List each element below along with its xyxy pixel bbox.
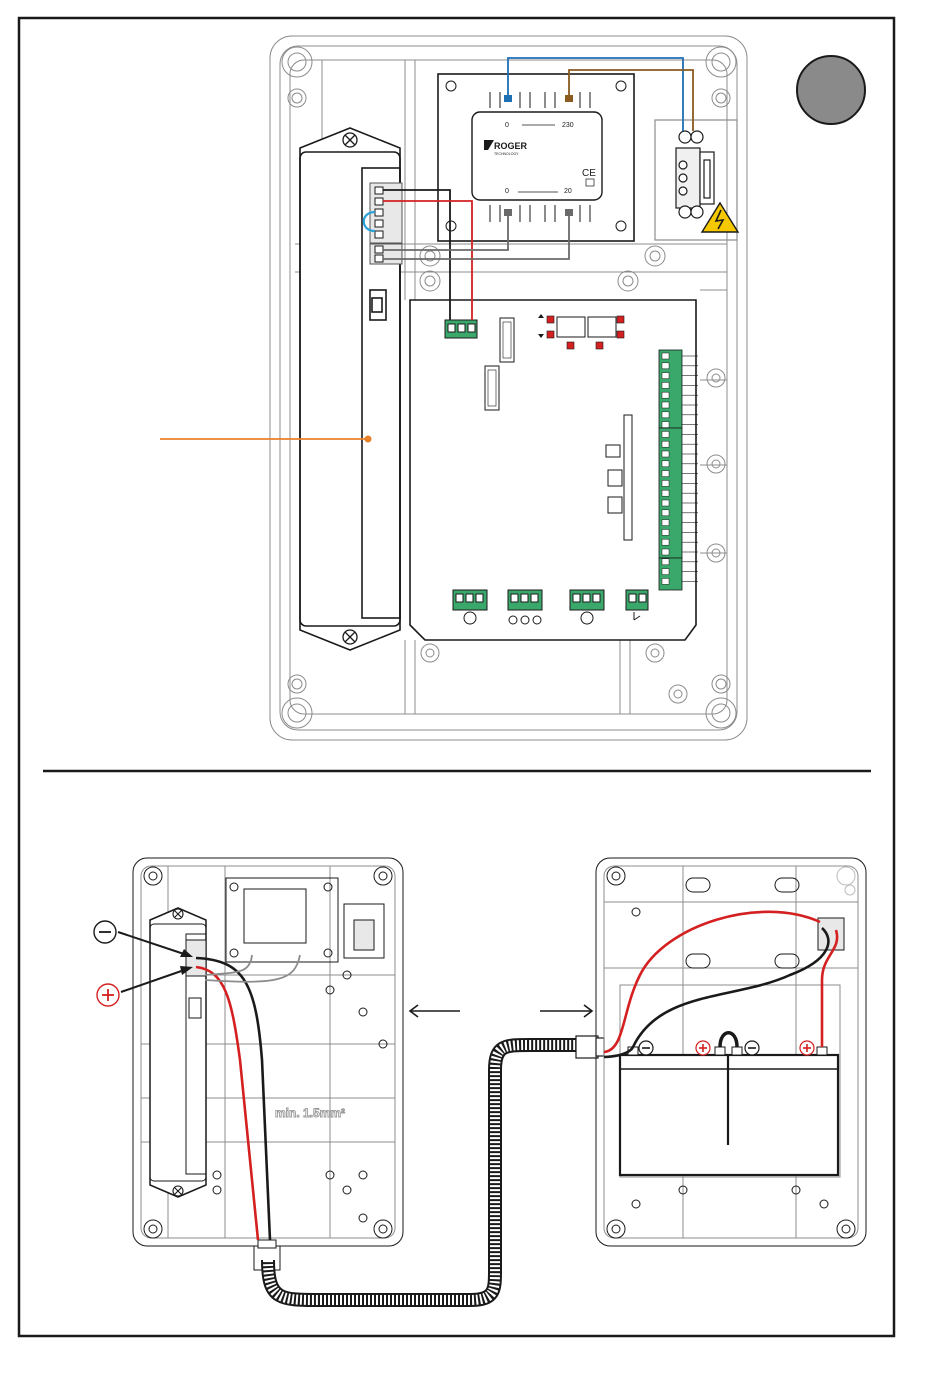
terminal-pin: [662, 549, 669, 555]
cable-size-label: min. 1.5mm²: [275, 1106, 345, 1120]
secondary-20-label: 20: [564, 188, 572, 195]
terminal-block-power: [445, 320, 477, 338]
arrow-left-icon: [410, 1005, 460, 1017]
terminal-pin: [662, 392, 669, 398]
terminal-pin: [662, 431, 669, 437]
ce-mark: CE: [582, 168, 596, 179]
faded-corner-marks: [837, 867, 855, 895]
primary-230-label: 230: [562, 122, 574, 129]
terminal-pin: [662, 471, 669, 477]
primary-0-label: 0: [505, 122, 509, 129]
terminal-pin: [662, 490, 669, 496]
terminal-pin: [662, 529, 669, 535]
arrow-right-icon: [540, 1005, 592, 1017]
brand-name: ROGER: [494, 141, 528, 151]
terminal-pin: [662, 500, 669, 506]
brand-sub: TECHNOLOGY: [494, 152, 519, 156]
terminal-pin: [662, 559, 669, 565]
step-badge: [797, 56, 865, 124]
terminal-pin: [662, 373, 669, 379]
terminal-pin: [662, 422, 669, 428]
terminal-pin: [662, 353, 669, 359]
corrugated-conduit: [268, 1036, 604, 1300]
terminal-pin: [662, 578, 669, 584]
terminal-pin: [662, 412, 669, 418]
terminal-pin: [662, 441, 669, 447]
terminal-pin: [662, 461, 669, 467]
terminal-pin: [662, 402, 669, 408]
secondary-0-label: 0: [505, 188, 509, 195]
terminal-pin: [662, 480, 669, 486]
battery-polarity-marks: [639, 1041, 814, 1055]
control-board: [410, 300, 696, 640]
terminal-pin: [662, 539, 669, 545]
terminal-pin: [662, 569, 669, 575]
bottom-right-wires: [604, 912, 837, 1057]
terminal-pin: [662, 363, 669, 369]
terminal-pin: [662, 520, 669, 526]
terminal-pin: [662, 382, 669, 388]
warning-icon: [702, 203, 738, 232]
battery-connector: [370, 183, 402, 264]
terminal-pin: [662, 510, 669, 516]
terminal-pin: [662, 451, 669, 457]
transformer: 0 230 0 20 ROGER TECHNOLOGY CE: [438, 74, 634, 241]
